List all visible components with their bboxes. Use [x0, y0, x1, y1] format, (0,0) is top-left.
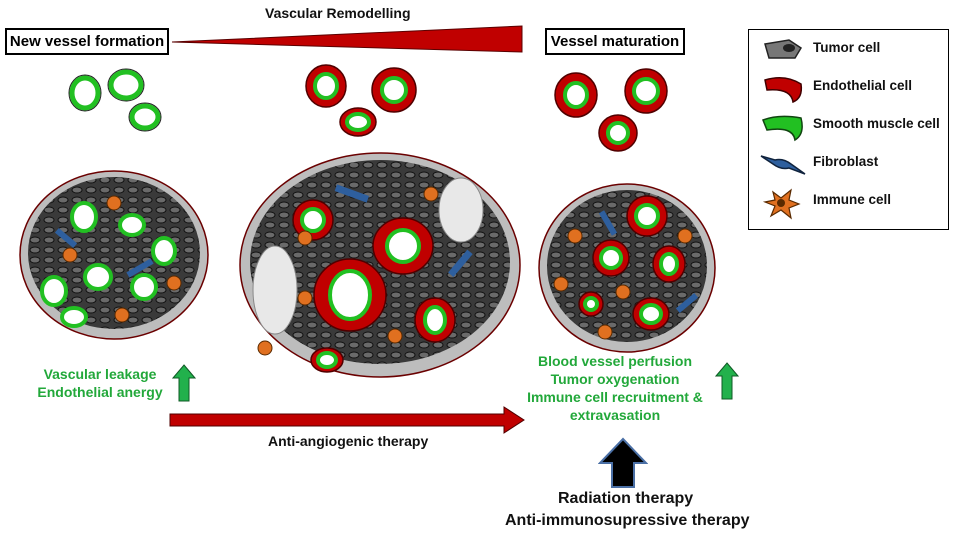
tumor-remodelling [239, 152, 521, 378]
legend-item-fibroblast: Fibroblast [759, 148, 947, 178]
blood-vessel-perfusion-text: Blood vessel perfusion [537, 353, 693, 369]
extravasation-text: extravasation [569, 407, 661, 423]
anti-immunosupressive-therapy-label: Anti-immunosupressive therapy [505, 512, 750, 529]
radiation-therapy-label: Radiation therapy [558, 490, 694, 507]
tumor-cell-icon [764, 39, 803, 59]
mature-vessels [554, 68, 668, 152]
remodelling-label: Vascular Remodelling [265, 5, 411, 21]
legend-item-tumor: Tumor cell [759, 34, 947, 64]
smooth-muscle-cell-icon [762, 115, 803, 142]
remodelling-vessels [305, 64, 417, 137]
immature-vessels [68, 68, 162, 132]
left-effects: Vascular leakage Endothelial anergy [30, 365, 170, 401]
left-green-up-arrow [172, 364, 196, 402]
immune-recruitment-text: Immune cell recruitment & [527, 389, 703, 405]
legend-item-endothelial: Endothelial cell [759, 72, 947, 104]
vascular-leakage-text: Vascular leakage [43, 366, 157, 382]
tumor-new-vessels [19, 170, 209, 340]
tumor-mature-vessels [538, 183, 716, 353]
remodelling-wedge [171, 25, 523, 53]
tumor-oxygenation-text: Tumor oxygenation [550, 371, 680, 387]
legend-item-smooth-muscle: Smooth muscle cell [759, 110, 947, 142]
endothelial-anergy-text: Endothelial anergy [37, 384, 163, 400]
therapy-up-arrow [598, 437, 648, 488]
fibroblast-icon [760, 155, 806, 175]
immune-cell-icon [762, 188, 801, 220]
right-effects: Blood vessel perfusion Tumor oxygenation… [520, 352, 710, 424]
anti-angiogenic-label: Anti-angiogenic therapy [268, 433, 429, 449]
endothelial-cell-icon [764, 77, 803, 104]
right-green-up-arrow [715, 362, 739, 400]
legend: Tumor cell Endothelial cell Smooth muscl… [748, 29, 949, 230]
vessel-maturation-box: Vessel maturation [545, 28, 685, 55]
new-vessel-formation-box: New vessel formation [5, 28, 169, 55]
anti-angiogenic-arrow [169, 406, 525, 434]
legend-item-immune: Immune cell [759, 186, 947, 220]
